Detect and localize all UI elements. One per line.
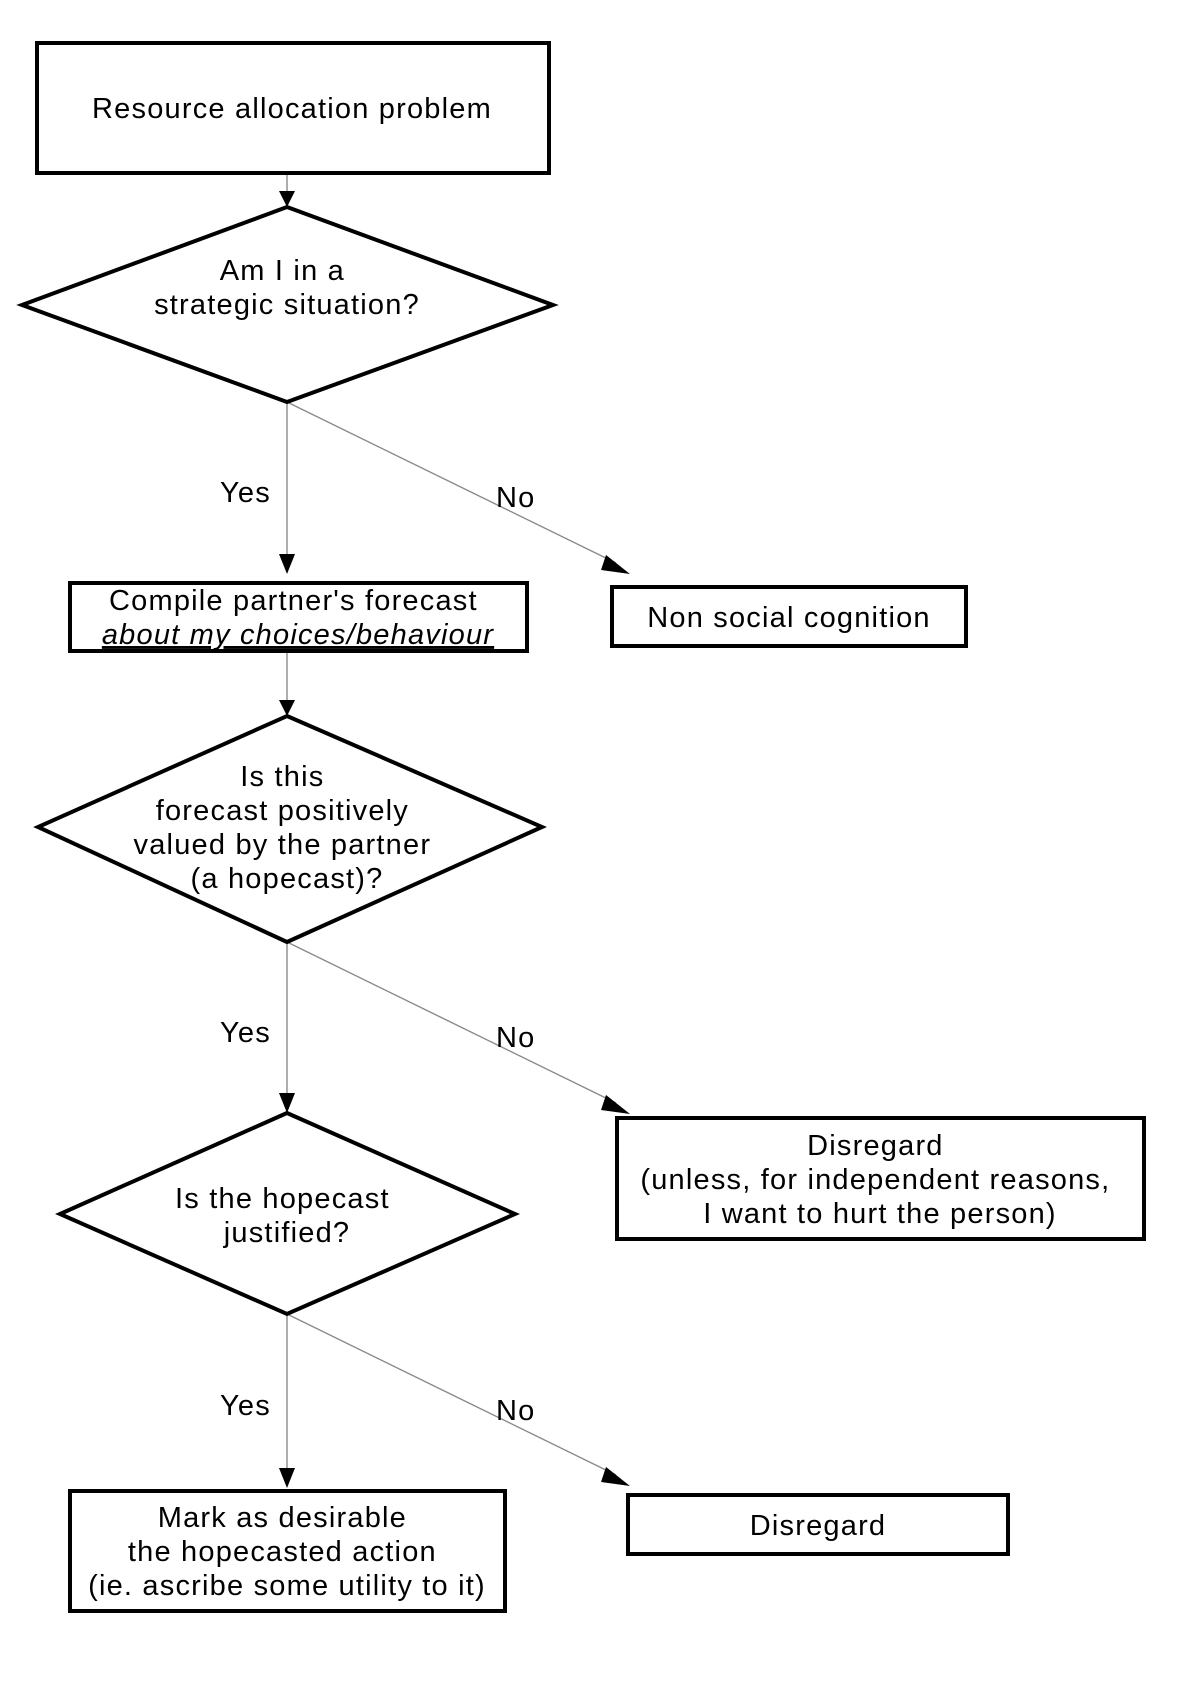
decision-diamond	[33, 713, 547, 945]
process-box	[68, 1489, 507, 1613]
edge-strategic-yes	[279, 402, 295, 574]
edge-label-hopecast-yes: Yes	[220, 1017, 271, 1049]
node-q-hopecast-line-2: forecast positively	[156, 795, 409, 827]
node-mark-desirable-line-1: Mark as desirable	[158, 1502, 407, 1534]
edge-labels: Yes No Yes No Yes No	[220, 477, 535, 1427]
node-q-strategic-line-2: strategic situation?	[154, 289, 420, 321]
edge-hopecast-yes	[279, 942, 295, 1113]
node-disregard-unless-line-3: I want to hurt the person)	[703, 1198, 1057, 1230]
decision-diamond	[16, 204, 559, 405]
svg-text:Disregard: Disregard	[750, 1510, 887, 1542]
edge-start-to-strategic	[279, 173, 295, 207]
decision-diamond	[55, 1110, 520, 1317]
node-mark-desirable: Mark as desirable the hopecasted action …	[68, 1489, 507, 1613]
node-compile-forecast-line-1: Compile partner's forecast	[109, 585, 478, 617]
node-q-strategic: Am I in a strategic situation?	[16, 204, 559, 405]
edge-label-hopecast-no: No	[496, 1022, 535, 1054]
edge-justified-no	[286, 1313, 630, 1486]
edge-strategic-no	[286, 401, 630, 574]
node-non-social: Non social cognition	[610, 585, 968, 648]
node-q-hopecast-line-4: (a hopecast)?	[191, 863, 384, 895]
node-disregard-line-1: Disregard	[750, 1510, 887, 1542]
process-box	[68, 581, 529, 653]
edge-justified-yes	[279, 1314, 295, 1488]
process-box	[615, 1116, 1146, 1241]
node-q-hopecast: Is this forecast positively valued by th…	[33, 713, 547, 945]
connectors	[279, 173, 630, 1488]
node-start: Resource allocation problem	[35, 41, 551, 175]
node-disregard: Disregard	[626, 1493, 1010, 1556]
edge-label-strategic-no: No	[496, 482, 535, 514]
edge-label-justified-no: No	[496, 1395, 535, 1427]
node-start-line-1: Resource allocation problem	[92, 93, 492, 125]
node-disregard-unless: Disregard (unless, for independent reaso…	[615, 1116, 1146, 1241]
svg-text:Disregard (unless, for i: Disregard (unless, for independent reaso…	[640, 1130, 1119, 1230]
node-q-justified-line-1: Is the hopecast	[175, 1183, 390, 1215]
edge-label-strategic-yes: Yes	[220, 477, 271, 509]
node-mark-desirable-line-3: (ie. ascribe some utility to it)	[88, 1570, 486, 1602]
node-q-justified-line-2: justified?	[223, 1217, 350, 1249]
node-q-hopecast-line-1: Is this	[240, 761, 324, 793]
svg-text:Resource allocation problem: Resource allocation problem	[92, 93, 492, 125]
node-disregard-unless-line-1: Disregard	[807, 1130, 944, 1162]
edge-hopecast-no	[286, 941, 630, 1114]
node-q-strategic-line-1: Am I in a	[220, 255, 345, 287]
edge-compile-to-hopecast	[279, 651, 295, 716]
edge-label-justified-yes: Yes	[220, 1390, 271, 1422]
node-compile-forecast-line-2: about my choices/behaviour	[102, 619, 494, 651]
process-box	[626, 1493, 1010, 1556]
node-disregard-unless-line-2: (unless, for independent reasons,	[640, 1164, 1110, 1196]
svg-text:Is the hopecast justifie: Is the hopecast justified?	[175, 1183, 399, 1249]
node-q-justified: Is the hopecast justified?	[55, 1110, 520, 1317]
node-compile-forecast: Compile partner's forecast about my choi…	[68, 581, 529, 653]
svg-text:Is this forecast positiv: Is this forecast positively valued by th…	[134, 761, 441, 895]
node-non-social-line-1: Non social cognition	[647, 602, 931, 634]
svg-text:Compile partner's forecast: Compile partner's forecast about my choi…	[102, 585, 494, 651]
node-mark-desirable-line-2: the hopecasted action	[128, 1536, 437, 1568]
process-box	[610, 585, 968, 648]
svg-text:Mark as desirable the ho: Mark as desirable the hopecasted action …	[88, 1502, 486, 1602]
node-q-hopecast-line-3: valued by the partner	[134, 829, 432, 861]
svg-text:Am I in a strategic situ: Am I in a strategic situation?	[154, 255, 420, 321]
svg-text:Non social cognition: Non social cognition	[647, 602, 931, 634]
process-box	[35, 41, 551, 175]
